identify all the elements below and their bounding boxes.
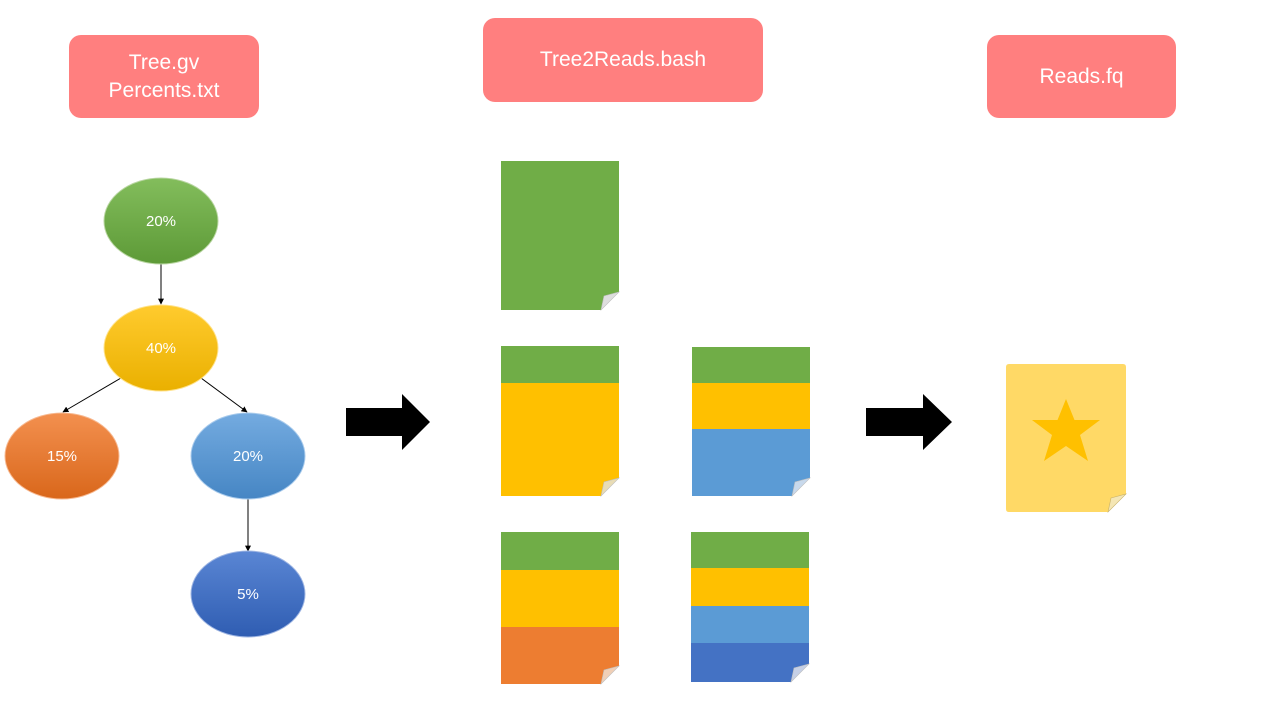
output-file-label: Reads.fq <box>1039 64 1124 88</box>
document-layer-green <box>501 532 619 570</box>
tree-node-bottom-label: 5% <box>237 586 259 603</box>
document-doc-3 <box>692 347 812 497</box>
tree-node-mid: 40% <box>103 304 219 392</box>
tree-node-root: 20% <box>103 177 219 265</box>
script-label: Tree2Reads.bash <box>539 48 707 71</box>
input-file-percents: Percents.txt <box>108 78 220 102</box>
star-icon <box>1032 399 1100 461</box>
document-layer-yellow <box>501 570 619 627</box>
script-box: Tree2Reads.bash <box>483 18 763 102</box>
document-layer-light-blue <box>691 606 809 643</box>
flow-arrow-icon <box>346 394 430 450</box>
document-layer-green <box>691 532 809 568</box>
tree-node-mid-label: 40% <box>146 340 176 357</box>
document-layer-yellow <box>691 568 809 606</box>
document-layer-green <box>501 161 619 310</box>
document-layer-orange <box>501 627 619 684</box>
tree-node-left: 15% <box>4 412 120 500</box>
document-layer-green <box>501 346 619 383</box>
document-doc-4 <box>501 532 621 685</box>
output-file-box: Reads.fq <box>987 35 1176 118</box>
tree-node-bottom: 5% <box>190 550 306 638</box>
tree-edge-mid-left <box>62 377 122 413</box>
output-document <box>1006 364 1128 513</box>
tree-node-left-label: 15% <box>47 448 77 465</box>
document-doc-2 <box>501 346 621 497</box>
tree-edge-mid-right <box>200 377 248 413</box>
document-doc-5 <box>691 532 811 683</box>
document-layer-yellow <box>501 383 619 496</box>
tree-node-right-label: 20% <box>233 448 263 465</box>
input-files-box: Tree.gv Percents.txt <box>69 35 259 118</box>
flow-arrow-icon <box>866 394 952 450</box>
page-curl-icon <box>1107 493 1128 513</box>
input-file-tree: Tree.gv <box>128 50 200 74</box>
document-layer-green <box>692 347 810 383</box>
document-doc-1 <box>501 161 621 311</box>
tree-node-right: 20% <box>190 412 306 500</box>
tree-node-root-label: 20% <box>146 213 176 230</box>
document-layer-yellow <box>692 383 810 429</box>
document-layer-light-blue <box>692 429 810 496</box>
document-layer-dark-blue <box>691 643 809 682</box>
